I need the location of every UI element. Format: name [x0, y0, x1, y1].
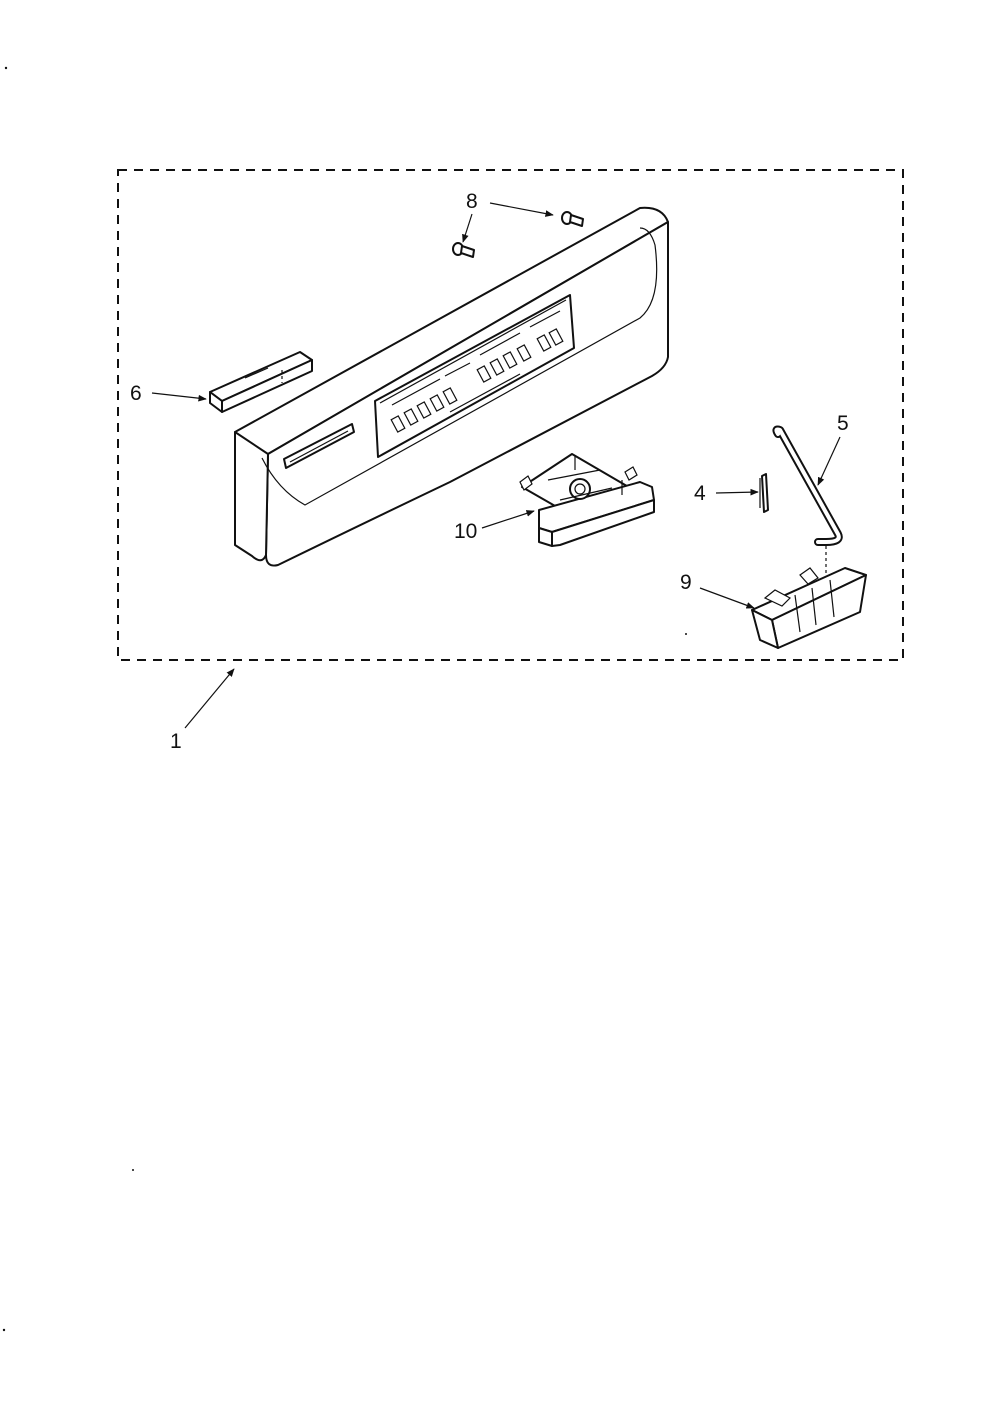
scan-speck	[2, 1328, 6, 1332]
scan-speck	[685, 633, 687, 635]
callout-8: 8	[466, 190, 478, 213]
leader-6	[151, 392, 207, 402]
part-10-latch	[519, 453, 655, 547]
control-panel	[234, 206, 669, 567]
leader-5	[817, 436, 841, 486]
panel-buttons-left	[390, 387, 458, 433]
panel-buttons-middle	[476, 344, 532, 383]
callout-6: 6	[130, 382, 142, 405]
callout-4: 4	[694, 482, 706, 505]
scan-speck	[4, 66, 8, 70]
leader-9	[699, 587, 755, 609]
assembly-boundary	[117, 169, 904, 661]
callout-10: 10	[454, 520, 477, 543]
scan-speck	[132, 1169, 134, 1171]
callout-5: 5	[837, 412, 849, 435]
leader-4	[715, 488, 759, 496]
leader-1	[184, 668, 235, 729]
leader-8-upper	[489, 202, 554, 217]
part-6-bar	[209, 351, 313, 413]
leader-8-lower	[462, 213, 473, 243]
callout-1: 1	[170, 730, 182, 753]
part-5-rod	[772, 425, 843, 574]
callout-9: 9	[680, 571, 692, 594]
part-4-clip	[759, 473, 769, 513]
leader-10	[481, 510, 535, 529]
panel-buttons-right	[536, 328, 564, 352]
part-8-screw-upper	[561, 211, 584, 227]
part-8-screw-lower	[452, 242, 475, 258]
part-9-housing	[751, 567, 867, 649]
